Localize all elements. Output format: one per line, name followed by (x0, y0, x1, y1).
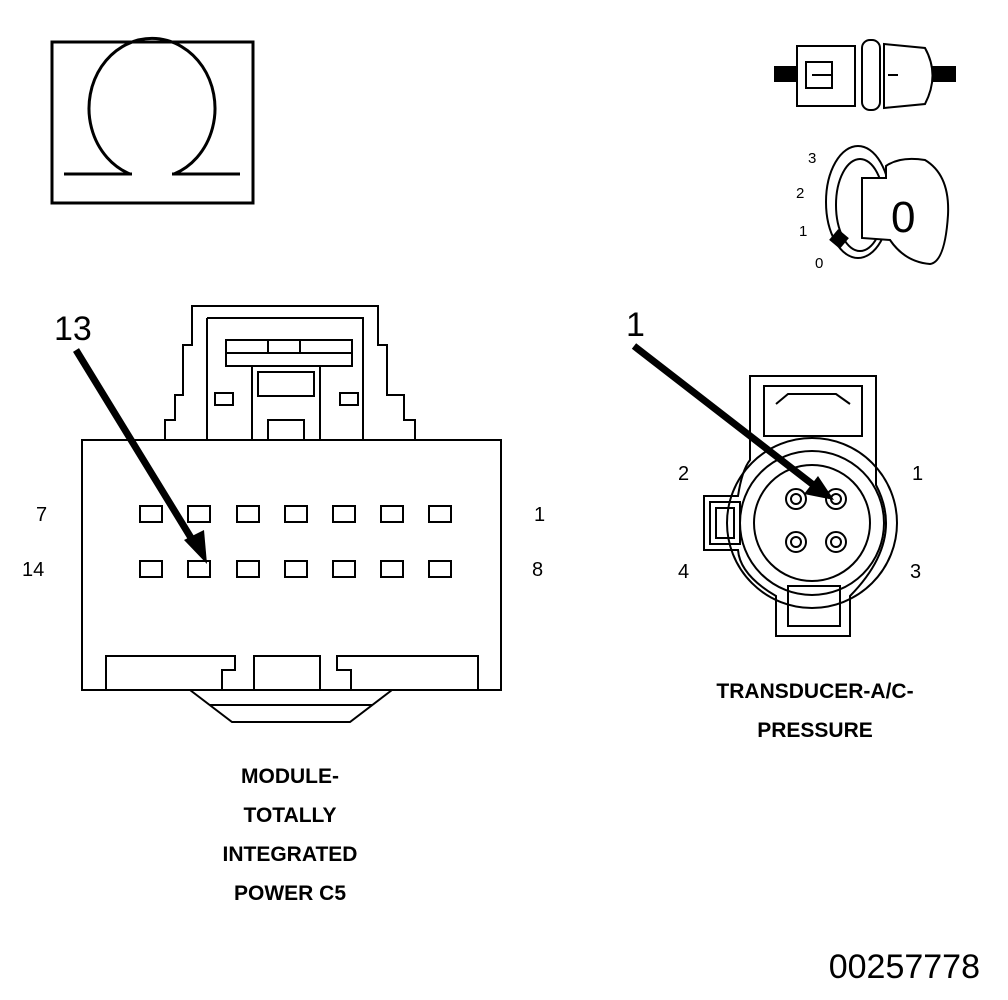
connector-disconnected-icon (774, 39, 956, 111)
key-position-1: 1 (799, 223, 807, 240)
transducer-callout: 1 (626, 306, 645, 344)
document-id: 00257778 (829, 948, 980, 986)
transducer-connector (703, 375, 898, 637)
transducer-pin-4: 4 (678, 561, 689, 583)
module-callout: 13 (54, 310, 92, 348)
ignition-key-icon: 3 2 1 0 0 (796, 145, 950, 272)
module-connector-c5 (81, 305, 502, 723)
module-callout-arrow (73, 348, 207, 564)
module-row1-right-pin: 1 (534, 504, 545, 526)
module-caption-line-2: TOTALLY (244, 804, 337, 827)
module-caption-line-4: POWER C5 (234, 882, 346, 905)
module-row2-right-pin: 8 (532, 559, 543, 581)
transducer-pin-1: 1 (912, 463, 923, 485)
transducer-pin-2: 2 (678, 463, 689, 485)
ignition-key-label: 0 (891, 193, 915, 242)
transducer-caption-line-1: TRANSDUCER-A/C- (716, 680, 913, 703)
module-row2-left-pin: 14 (22, 559, 44, 581)
key-position-0: 0 (815, 255, 823, 272)
module-caption-line-3: INTEGRATED (223, 843, 358, 866)
key-position-2: 2 (796, 185, 804, 202)
transducer-pin-3: 3 (910, 561, 921, 583)
key-position-3: 3 (808, 150, 816, 167)
transducer-callout-arrow (631, 343, 834, 500)
module-row1-left-pin: 7 (36, 504, 47, 526)
module-caption-line-1: MODULE- (241, 765, 339, 788)
transducer-caption-line-2: PRESSURE (757, 719, 873, 742)
ohm-symbol-icon (50, 36, 255, 205)
